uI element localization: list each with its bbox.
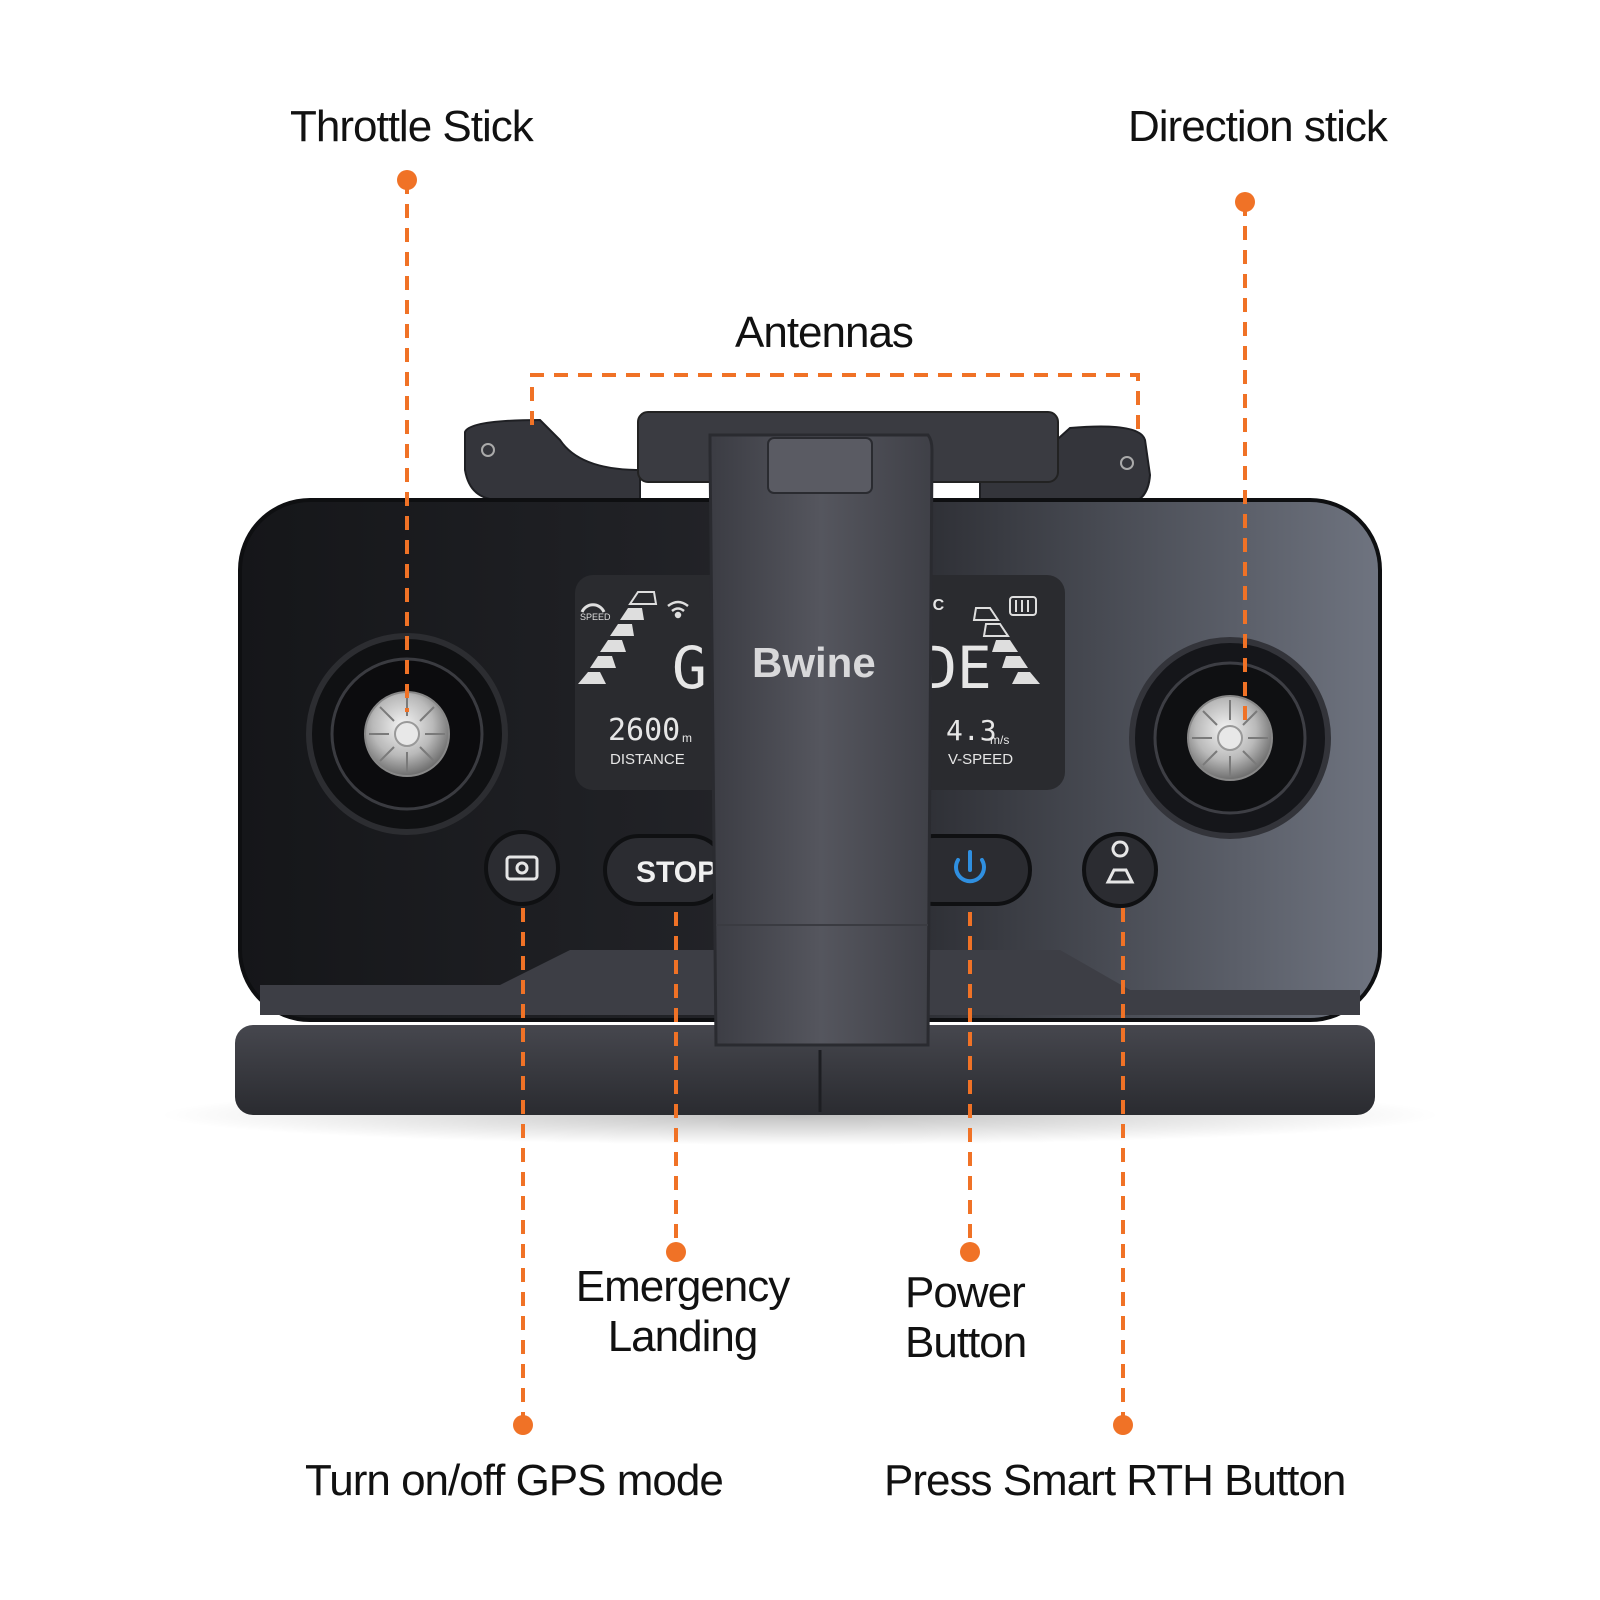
gps-mode-label: Turn on/off GPS mode xyxy=(305,1456,724,1505)
gps-callout-dot xyxy=(513,1415,533,1435)
antenna-left xyxy=(464,418,641,501)
rth-callout-dot xyxy=(1113,1415,1133,1435)
rth-button[interactable] xyxy=(1082,832,1158,908)
brand-logo: Bwine xyxy=(752,639,876,686)
lcd-mode-right: DE xyxy=(922,634,992,702)
lcd-vspeed-label: V-SPEED xyxy=(948,751,1013,768)
stop-callout-dot xyxy=(666,1242,686,1262)
direction-callout-dot xyxy=(1235,192,1255,212)
throttle-stick-label: Throttle Stick xyxy=(290,102,534,151)
emergency-landing-label: Emergency Landing xyxy=(560,1262,805,1362)
lcd-distance-label: DISTANCE xyxy=(610,751,685,768)
lcd-speed-label: SPEED xyxy=(580,612,611,622)
speed-gauge-icon xyxy=(580,603,606,613)
power-icon xyxy=(954,850,986,884)
power-callout-dot xyxy=(960,1242,980,1262)
gps-mode-icon xyxy=(505,855,539,881)
gps-mode-button[interactable] xyxy=(484,830,560,906)
smart-rth-label: Press Smart RTH Button xyxy=(884,1456,1346,1505)
direction-stick-ridges xyxy=(1192,700,1268,776)
battery-icon xyxy=(1009,596,1037,616)
throttle-stick-ridges xyxy=(369,696,445,772)
lcd-vspeed-unit: m/s xyxy=(990,733,1009,747)
lcd-distance-unit: m xyxy=(682,731,692,745)
direction-stick[interactable] xyxy=(1129,637,1331,839)
lcd-vspeed-value: 4.3 xyxy=(946,714,997,747)
lcd-speed-bars-right xyxy=(972,607,1040,684)
phone-clip: Bwine xyxy=(708,433,934,1047)
antennas-callout-line xyxy=(530,373,1140,438)
callout-lines xyxy=(405,180,1247,1425)
lcd-distance-value: 2600 xyxy=(608,713,680,748)
wifi-icon xyxy=(667,600,689,619)
power-button-line2: Button xyxy=(905,1318,1027,1367)
stop-button-label: STOP xyxy=(636,856,717,889)
rth-icon xyxy=(1105,840,1135,884)
controller-base xyxy=(235,1025,1375,1115)
power-button-line1: Power xyxy=(905,1268,1026,1317)
lcd-speed-bars-left xyxy=(578,591,658,684)
power-button-label: Power Button xyxy=(905,1268,1027,1368)
emergency-landing-line1: Emergency xyxy=(575,1262,791,1311)
antennas-label: Antennas xyxy=(735,308,914,357)
emergency-landing-line2: Landing xyxy=(607,1312,759,1361)
direction-stick-label: Direction stick xyxy=(1128,102,1388,151)
callout-dots xyxy=(397,170,1255,1435)
emergency-stop-button[interactable]: STOP xyxy=(603,834,727,906)
throttle-callout-dot xyxy=(397,170,417,190)
